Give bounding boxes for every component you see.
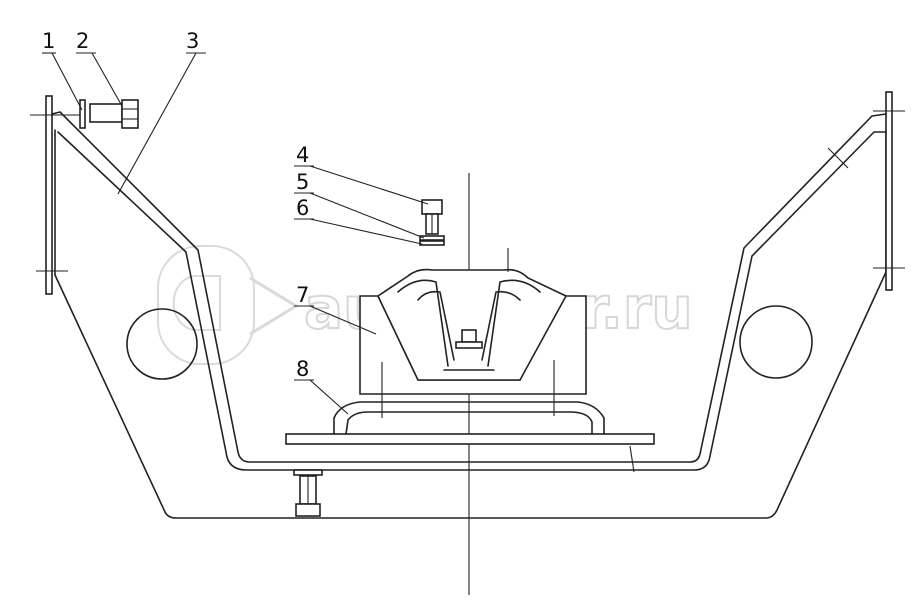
left-flange-plate bbox=[45, 95, 53, 295]
callout-5: 5 bbox=[296, 170, 309, 194]
channel-outer bbox=[51, 111, 887, 463]
bolt-2 bbox=[89, 99, 139, 129]
washer-5 bbox=[419, 235, 445, 241]
base-plate bbox=[285, 433, 655, 445]
callout-2: 2 bbox=[76, 29, 89, 53]
washer-1 bbox=[79, 99, 86, 129]
callout-6: 6 bbox=[296, 196, 309, 220]
callout-1: 1 bbox=[42, 29, 55, 53]
bottom-bolt bbox=[293, 469, 323, 517]
left-lightening-hole bbox=[126, 308, 198, 380]
right-flange-plate bbox=[885, 91, 893, 291]
callout-7: 7 bbox=[296, 283, 309, 307]
engine-mount-7 bbox=[359, 248, 587, 418]
bolt-4 bbox=[421, 199, 443, 235]
callout-3: 3 bbox=[186, 29, 199, 53]
channel-inner bbox=[57, 131, 887, 471]
bracket-outer-outline bbox=[54, 129, 887, 519]
leader-lines bbox=[42, 52, 429, 415]
callout-4: 4 bbox=[296, 143, 309, 167]
right-lightening-hole bbox=[739, 305, 813, 379]
washer-6 bbox=[419, 240, 445, 246]
callout-8: 8 bbox=[296, 357, 309, 381]
rubber-pad-8 bbox=[333, 401, 605, 435]
